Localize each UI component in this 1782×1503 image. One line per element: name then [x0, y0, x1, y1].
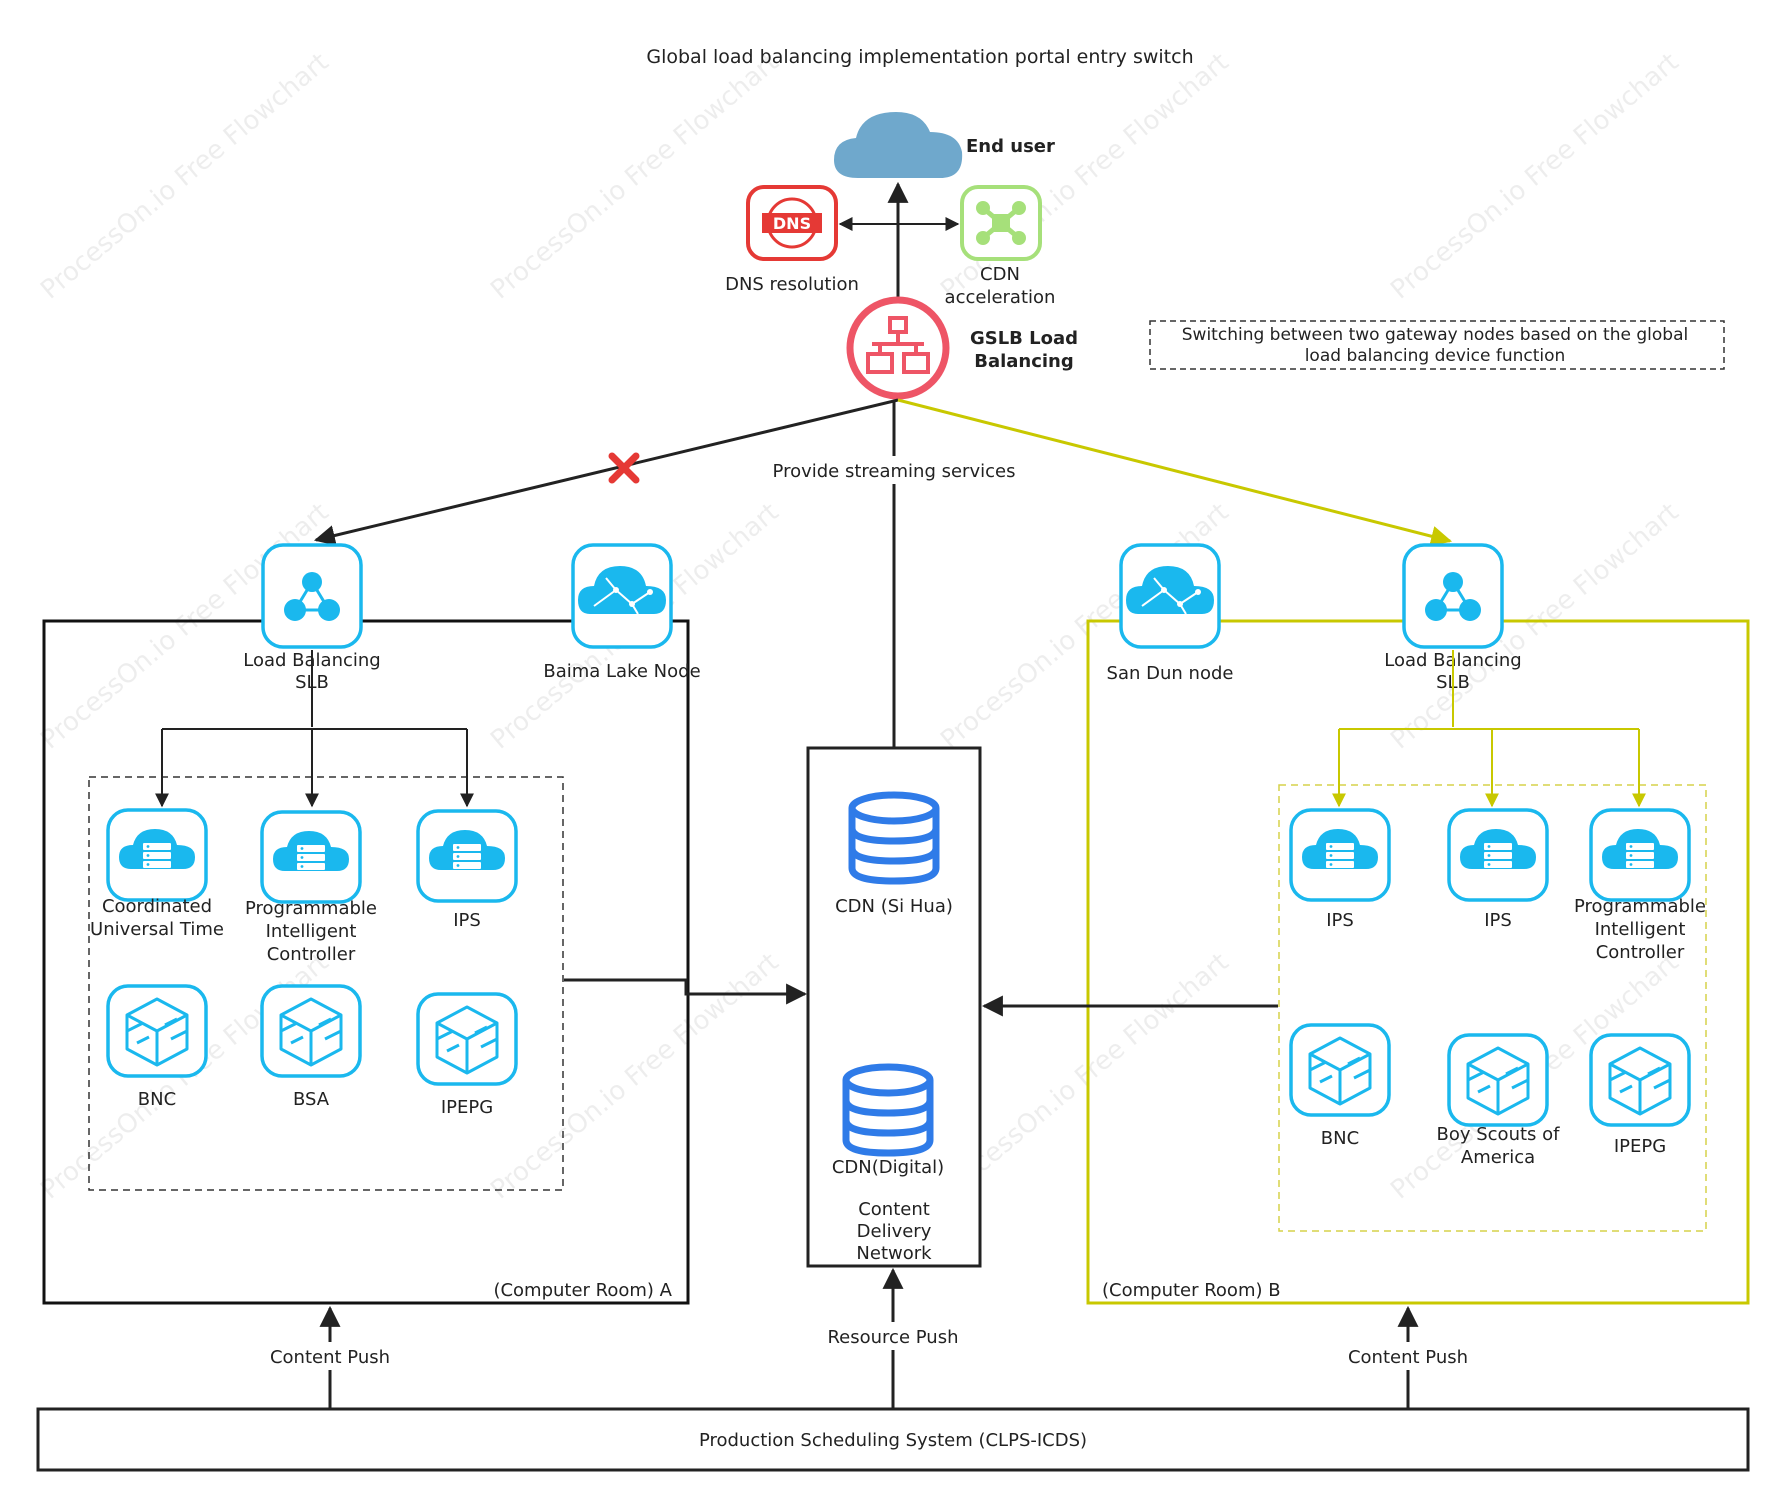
gslb-to-slb-a-arrow	[313, 398, 899, 546]
slb-b-distribution	[1332, 650, 1646, 808]
service-label: Controller	[267, 944, 356, 965]
service-label: Programmable	[245, 898, 377, 919]
cdn-acceleration-label-1: CDN	[980, 264, 1020, 285]
room-b-services: IPS IPS ProgrammableIntelligentControllerB…	[1289, 808, 1706, 1168]
production-scheduling-system	[36, 1407, 1750, 1472]
content-push-b-label: Content Push	[1348, 1347, 1468, 1368]
cloud-server-icon	[260, 810, 362, 904]
end-user-cloud-icon	[834, 112, 963, 178]
service-label: BNC	[138, 1089, 176, 1110]
dns-label: DNS resolution	[725, 274, 859, 295]
cube-icon	[1447, 1033, 1549, 1127]
watermark: ProcessOn.io Free Flowchart	[35, 47, 334, 305]
content-push-a-label: Content Push	[270, 1347, 390, 1368]
cdn-acceleration-icon	[960, 185, 1042, 261]
dns-badge-text: DNS	[773, 214, 811, 233]
service-label: Controller	[1596, 942, 1685, 963]
note-line-2: load balancing device function	[1305, 346, 1566, 366]
service-label: America	[1461, 1147, 1535, 1168]
room-a-label: (Computer Room) A	[493, 1280, 672, 1301]
disabled-x-icon	[608, 452, 640, 484]
computer-room-a	[42, 619, 690, 1305]
baima-lake-node-icon	[571, 543, 673, 649]
service-label: IPEPG	[441, 1097, 493, 1118]
cdn-network-label-1: Content	[858, 1199, 930, 1220]
gslb-icon	[846, 296, 950, 400]
cdn-network-label-3: Network	[856, 1243, 932, 1264]
cloud-server-icon	[106, 808, 208, 902]
service-label: Universal Time	[90, 919, 224, 940]
resource-push-label: Resource Push	[827, 1327, 958, 1348]
slb-a-distribution	[155, 650, 474, 808]
note-line-1: Switching between two gateway nodes base…	[1182, 325, 1688, 345]
cdn-digital-label: CDN(Digital)	[832, 1157, 944, 1178]
service-label: BSA	[293, 1089, 330, 1110]
service-label: Intelligent	[1595, 919, 1686, 940]
gslb-to-slb-b-arrow	[897, 398, 1453, 547]
san-dun-node-icon	[1119, 543, 1221, 649]
note-box	[1149, 320, 1725, 370]
service-label: BNC	[1321, 1128, 1359, 1149]
diagram-title: Global load balancing implementation por…	[646, 46, 1193, 68]
cube-icon	[106, 984, 208, 1078]
watermark: ProcessOn.io Free Flowchart	[485, 47, 784, 305]
san-dun-label: San Dun node	[1107, 663, 1234, 684]
end-user-label: End user	[966, 136, 1055, 157]
slb-b-icon	[1402, 543, 1504, 649]
cube-icon	[260, 984, 362, 1078]
service-label: IPS	[453, 910, 481, 931]
streaming-label: Provide streaming services	[773, 461, 1016, 482]
cube-icon	[1289, 1023, 1391, 1117]
cloud-server-icon	[1447, 808, 1549, 902]
cdn-network-label-2: Delivery	[857, 1221, 932, 1242]
service-label: IPEPG	[1614, 1136, 1666, 1157]
service-label: Boy Scouts of	[1437, 1124, 1561, 1145]
room-b-service-group	[1278, 784, 1707, 1232]
slb-a-icon	[261, 543, 363, 649]
watermark: ProcessOn.io Free Flowchart	[485, 947, 784, 1205]
room-b-label: (Computer Room) B	[1102, 1280, 1281, 1301]
watermark: ProcessOn.io Free Flowchart	[1385, 47, 1684, 305]
service-label: IPS	[1326, 910, 1354, 931]
cube-icon	[1589, 1033, 1691, 1127]
service-label: Programmable	[1574, 896, 1706, 917]
room-a-to-cdn-arrow	[564, 978, 808, 1005]
cube-icon	[416, 992, 518, 1086]
cloud-server-icon	[1589, 808, 1691, 902]
cloud-server-icon	[1289, 808, 1391, 902]
gslb-label-1: GSLB Load	[970, 328, 1078, 349]
cdn-acceleration-label-2: acceleration	[945, 287, 1056, 308]
cdn-box	[806, 746, 982, 1268]
baima-lake-label: Baima Lake Node	[543, 661, 700, 682]
dns-icon: DNS	[746, 185, 838, 261]
service-label: Coordinated	[102, 896, 212, 917]
service-label: Intelligent	[266, 921, 357, 942]
production-label: Production Scheduling System (CLPS-ICDS)	[699, 1430, 1087, 1451]
cloud-server-icon	[416, 809, 518, 903]
cdn-sihua-label: CDN (Si Hua)	[835, 896, 953, 917]
gslb-label-2: Balancing	[974, 351, 1074, 372]
service-label: IPS	[1484, 910, 1512, 931]
